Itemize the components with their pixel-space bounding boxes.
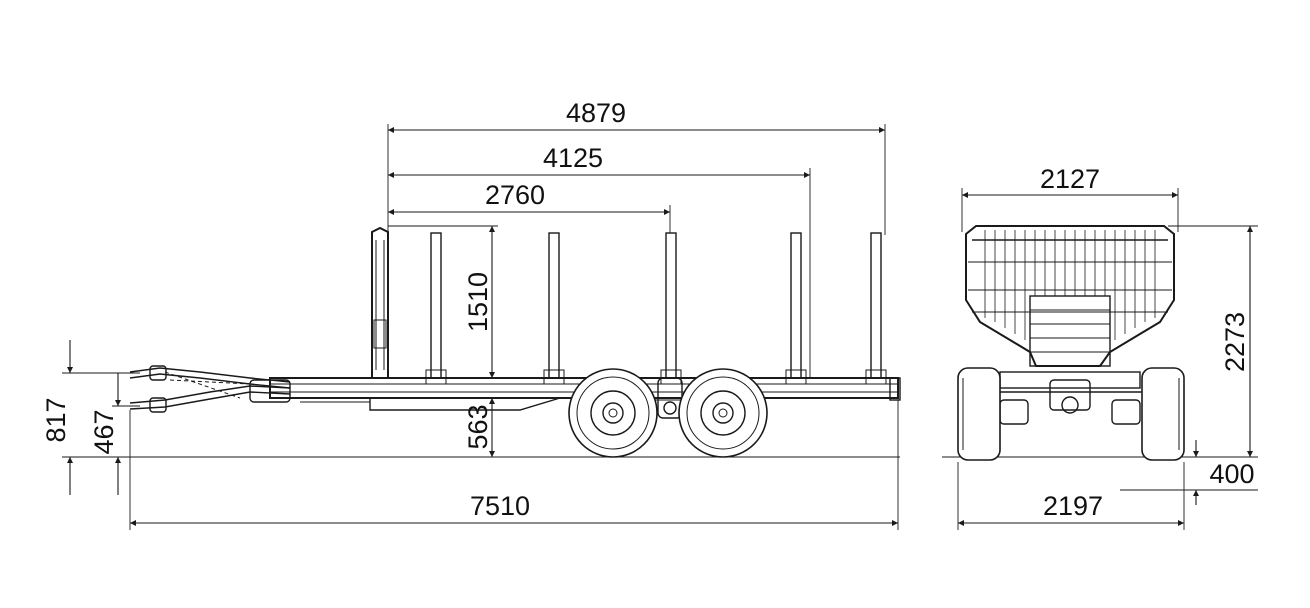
dim-overall-length: 7510 (129, 400, 899, 530)
dim-deck-height-label: 563 (463, 404, 493, 449)
stake-4 (790, 232, 802, 379)
dim-drawbar-high-label: 817 (41, 397, 71, 442)
dim-ground-clearance: 400 (1120, 440, 1258, 505)
dim-top-width: 2127 (961, 164, 1179, 232)
rear-basket (965, 225, 1175, 367)
dim-ground-clearance-label: 400 (1209, 459, 1254, 489)
stake-3 (665, 232, 677, 379)
wheel-front (568, 368, 658, 458)
dim-stake-mid-label: 4125 (543, 143, 603, 173)
dim-stake-inner: 2760 (388, 180, 671, 233)
headboard (371, 226, 389, 378)
rear-view: 2127 2197 2273 400 (942, 164, 1258, 530)
wheel-rear (678, 368, 768, 458)
rear-chassis (990, 371, 1150, 425)
dim-stake-height: 1510 (388, 225, 498, 378)
dim-stake-outer-label: 4879 (566, 98, 626, 128)
dim-drawbar-low: 467 (89, 373, 140, 495)
stake-2 (548, 232, 560, 379)
dim-drawbar-high: 817 (41, 340, 140, 495)
dim-deck-height: 563 (463, 398, 495, 457)
dim-drawbar-low-label: 467 (89, 409, 119, 454)
dim-top-width-label: 2127 (1040, 164, 1100, 194)
stake-1 (430, 232, 442, 379)
dim-stake-inner-label: 2760 (485, 180, 545, 210)
side-view: 7510 4879 4125 2760 1510 (41, 98, 901, 530)
dim-stake-height-label: 1510 (463, 272, 493, 332)
dim-overall-height-label: 2273 (1220, 312, 1250, 372)
drawbar (124, 365, 291, 413)
basket-grid (984, 230, 1156, 340)
stakes (425, 232, 887, 385)
dim-stake-mid: 4125 (388, 143, 811, 378)
dim-overall-width-label: 2197 (1043, 491, 1103, 521)
dim-overall-height: 2273 (1168, 225, 1258, 458)
rear-wheel-right (1141, 367, 1185, 461)
rear-wheel-left (957, 367, 1001, 461)
dim-overall-width: 2197 (957, 462, 1185, 530)
dim-overall-length-label: 7510 (470, 491, 530, 521)
rear-light (889, 377, 901, 401)
dim-stake-outer: 4879 (387, 98, 886, 235)
stake-5 (870, 232, 882, 379)
